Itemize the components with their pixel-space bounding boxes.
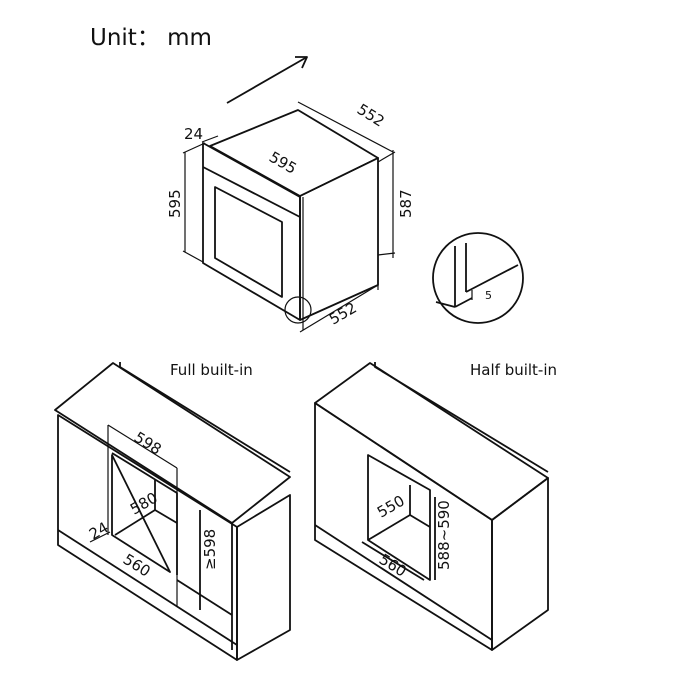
oven-height-body: 587 [397, 189, 415, 218]
full-builtin-title: Full built-in [170, 361, 253, 379]
full-cutout-height: ≥598 [201, 529, 219, 570]
oven-front-panel [202, 142, 301, 321]
oven-side-face [299, 157, 379, 321]
half-builtin-title: Half built-in [470, 361, 557, 379]
detail-marker-circle [284, 296, 312, 324]
oven-depth-bottom: 552 [326, 299, 360, 329]
unit-label: Unit： mm [90, 25, 212, 51]
half-builtin-cabinet: Half built-in 550 560 588~590 [314, 361, 557, 651]
arrow-icon [226, 56, 308, 104]
oven-control-line [202, 166, 301, 218]
full-cutout-width: 560 [120, 550, 154, 580]
half-cutout-depth: 550 [374, 492, 408, 522]
oven-depth-top: 552 [354, 100, 388, 130]
oven-height-front: 595 [166, 189, 184, 218]
full-builtin-cabinet: Full built-in 598 580 24 560 ≥598 [54, 361, 291, 661]
oven-door-glass [214, 186, 283, 298]
detail-gap-label: 5 [485, 289, 492, 302]
oven-drawing: 552 595 24 595 587 552 [166, 56, 415, 333]
oven-front-thickness: 24 [184, 125, 203, 143]
full-cutout-width-top: 598 [131, 428, 165, 458]
oven-width: 595 [266, 148, 300, 178]
detail-view: 5 [432, 232, 524, 324]
half-cutout-height: 588~590 [435, 500, 453, 570]
